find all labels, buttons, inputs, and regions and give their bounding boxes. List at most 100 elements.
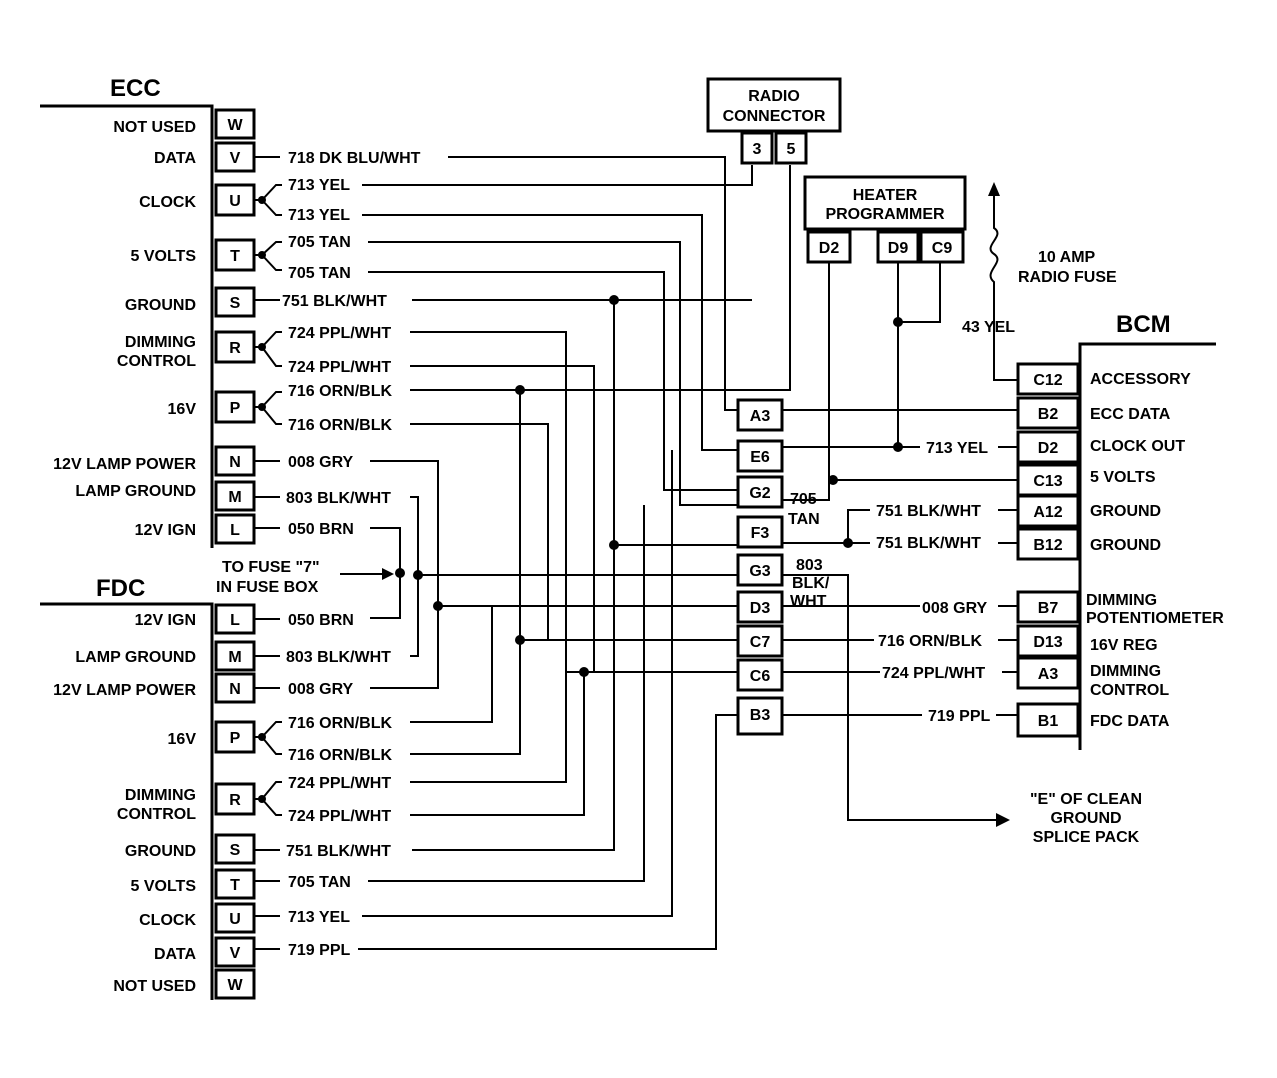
junction-dot bbox=[258, 251, 266, 259]
wire-fdc-5v bbox=[254, 505, 645, 882]
wire-heater-d9-c9 bbox=[897, 262, 941, 323]
center-pin-label: C6 bbox=[750, 668, 771, 685]
fdc-pin-letter: P bbox=[230, 730, 241, 747]
bcm-pin-a3 bbox=[1016, 656, 1080, 690]
bcm-pin-desc-line2: CONTROL bbox=[1090, 682, 1169, 699]
center-connector: A3 E6 G2 F3 G3 D3 C7 C6 B3 705 TAN 803 B… bbox=[736, 398, 830, 736]
ecc-pin-label: DATA bbox=[154, 150, 197, 167]
bcm-pin-desc-line2: POTENTIOMETER bbox=[1086, 610, 1224, 627]
junction-dot bbox=[515, 385, 525, 395]
wire-label: 724 PPL/WHT bbox=[288, 359, 391, 376]
wire-label: 716 ORN/BLK bbox=[878, 633, 982, 650]
center-pin-label: E6 bbox=[750, 449, 770, 466]
ecc-pin-n bbox=[214, 445, 256, 477]
wire-ecc-dimming-fork bbox=[254, 331, 282, 367]
fdc-pin-label: DIMMING bbox=[125, 787, 196, 804]
ecc-pin-letter: L bbox=[230, 522, 240, 539]
center-pin-label: B3 bbox=[750, 707, 771, 724]
ground-note: "E" OF CLEAN GROUND SPLICE PACK bbox=[1030, 791, 1142, 846]
wire-label: 008 GRY bbox=[288, 454, 354, 471]
radio-pin-5 bbox=[774, 131, 808, 165]
fdc-pin-label: LAMP GROUND bbox=[75, 649, 196, 666]
radio-pin-3 bbox=[740, 131, 774, 165]
ecc-pin-letter: R bbox=[229, 340, 241, 357]
wire-label: 705 TAN bbox=[288, 234, 351, 251]
fdc-pin-letter: U bbox=[229, 911, 241, 928]
ecc-pin-letter: U bbox=[229, 193, 241, 210]
bcm-pin-label: B2 bbox=[1038, 406, 1059, 423]
bcm-pin-desc: ACCESSORY bbox=[1090, 371, 1191, 388]
heater-pin-label: D2 bbox=[819, 240, 840, 257]
bcm-pin-label: D13 bbox=[1033, 634, 1062, 651]
wire-label: 008 GRY bbox=[922, 600, 988, 617]
radio-pin-label: 5 bbox=[787, 141, 796, 158]
junction-dot bbox=[515, 635, 525, 645]
wire-label: 713 YEL bbox=[926, 440, 988, 457]
wire-label: 724 PPL/WHT bbox=[288, 775, 391, 792]
wire-5v-bcm bbox=[782, 479, 1018, 501]
wire-label: 719 PPL bbox=[928, 708, 990, 725]
bcm-pin-label: B1 bbox=[1038, 713, 1059, 730]
fdc-bracket bbox=[40, 602, 214, 1000]
bcm-pin-a12 bbox=[1016, 494, 1080, 528]
ecc-pin-letter: T bbox=[230, 248, 240, 265]
fdc-pin-v bbox=[214, 936, 256, 968]
wire-ecc-lamp-power bbox=[254, 460, 738, 607]
fdc-pin-label: 5 VOLTS bbox=[131, 878, 197, 895]
center-pin-label: C7 bbox=[750, 634, 771, 651]
center-pin-a3 bbox=[736, 398, 784, 432]
wire-label: 050 BRN bbox=[288, 521, 354, 538]
center-pin-g3 bbox=[736, 553, 784, 587]
ecc-pin-v bbox=[214, 141, 256, 173]
bcm-pin-desc: DIMMING bbox=[1086, 592, 1157, 609]
junction-dot bbox=[258, 343, 266, 351]
heater-pin-label: D9 bbox=[888, 240, 909, 257]
radio-fuse: 10 AMP RADIO FUSE 43 YEL bbox=[962, 182, 1117, 381]
wire-fdc-16v-1 bbox=[410, 606, 493, 723]
bcm-pin-b12 bbox=[1016, 527, 1080, 561]
radio-fuse-wire: 43 YEL bbox=[962, 319, 1015, 336]
fdc-pin-letter: T bbox=[230, 877, 240, 894]
fdc-pin-label: GROUND bbox=[125, 843, 196, 860]
radio-pin-label: 3 bbox=[753, 141, 762, 158]
wire-label: 724 PPL/WHT bbox=[288, 325, 391, 342]
fdc-connector: FDC L M N P R S T U V W 12V IGN LAMP GRO… bbox=[40, 575, 256, 1000]
junction-dot bbox=[258, 403, 266, 411]
fdc-pin-letter: M bbox=[228, 649, 241, 666]
bcm-bracket bbox=[1078, 342, 1216, 750]
bcm-pin-label: C12 bbox=[1033, 372, 1062, 389]
bcm-pin-b2 bbox=[1016, 396, 1080, 430]
ecc-pin-letter: P bbox=[230, 400, 241, 417]
wire-fdc-dimming-1 bbox=[410, 672, 567, 783]
fdc-pin-p bbox=[214, 720, 256, 754]
radio-connector-title: RADIO bbox=[748, 88, 800, 105]
fuse-note-line1: TO FUSE "7" bbox=[222, 559, 320, 576]
fuse-note: TO FUSE "7" IN FUSE BOX bbox=[216, 559, 394, 596]
wire-label: 705 TAN bbox=[288, 874, 351, 891]
wire-label: 724 PPL/WHT bbox=[288, 808, 391, 825]
wire-label: 716 ORN/BLK bbox=[288, 417, 392, 434]
center-pin-g2 bbox=[736, 475, 784, 509]
bcm-pin-label: B7 bbox=[1038, 600, 1059, 617]
fdc-title: FDC bbox=[96, 575, 145, 602]
ecc-pin-label: LAMP GROUND bbox=[75, 483, 196, 500]
arrow-right-icon bbox=[996, 813, 1010, 827]
fdc-pin-l bbox=[214, 603, 256, 635]
bcm-pin-label: A3 bbox=[1038, 666, 1059, 683]
fdc-pin-r bbox=[214, 782, 256, 816]
center-pin-label: A3 bbox=[750, 408, 771, 425]
wire-label: 716 ORN/BLK bbox=[288, 715, 392, 732]
fdc-pin-s bbox=[214, 833, 256, 865]
ecc-pin-label: NOT USED bbox=[113, 119, 196, 136]
wire-ecc-clock-radio bbox=[362, 165, 753, 186]
ecc-pin-letter: M bbox=[228, 489, 241, 506]
center-pin-label: G3 bbox=[749, 563, 770, 580]
ecc-pin-label: 5 VOLTS bbox=[131, 248, 197, 265]
radio-connector: RADIO CONNECTOR 3 5 bbox=[706, 77, 842, 165]
ecc-title: ECC bbox=[110, 75, 161, 102]
wire-ecc-5v-1 bbox=[368, 241, 738, 506]
fdc-pin-label: CLOCK bbox=[139, 912, 196, 929]
ecc-pin-label: GROUND bbox=[125, 297, 196, 314]
fdc-pin-letter: L bbox=[230, 612, 240, 629]
wire-fdc-lamp-power bbox=[254, 606, 439, 689]
